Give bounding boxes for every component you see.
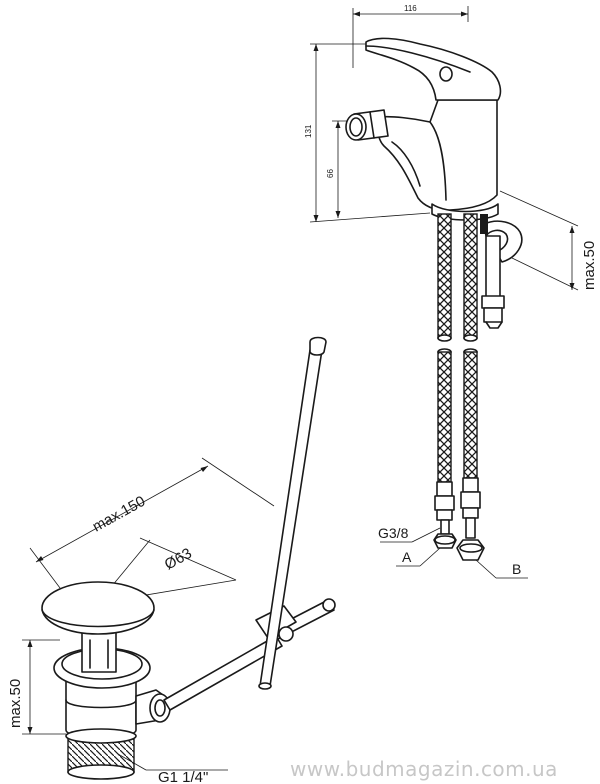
callout-b-label: B [512, 561, 521, 577]
hose-a-lower [437, 351, 452, 483]
dim-faucet-thickness-label: max.50 [581, 241, 598, 290]
fitting-b [456, 477, 485, 561]
watermark-text: www.budmagazin.com.ua [290, 757, 558, 781]
callout-a: A [396, 547, 441, 567]
dim-spout-height: 66 [326, 120, 350, 218]
dim-drain-thickness: max.50 [7, 639, 66, 735]
callout-thread: G3/8 [378, 525, 441, 543]
dim-drain-thickness-label: max.50 [7, 679, 24, 728]
mounting-clamp [481, 220, 523, 329]
dim-drain-diameter-label: Ø63 [162, 545, 195, 574]
drain-drawing: max.150 Ø63 max.50 [7, 336, 336, 784]
linkage-rod [163, 598, 336, 711]
callout-drain-thread-label: G1 1/4" [158, 769, 208, 784]
faucet-aerator [345, 109, 389, 141]
drain-body [41, 581, 171, 780]
callout-drain-thread: G1 1/4" [117, 753, 228, 784]
hose-b-lower [463, 351, 478, 479]
callout-b: B [475, 559, 528, 579]
dim-spout-height-label: 66 [326, 169, 335, 178]
dim-height-label: 131 [304, 124, 313, 138]
faucet-drawing: 116 131 66 [304, 4, 598, 579]
dim-faucet-thickness: max.50 [499, 190, 598, 291]
hose-a-upper [437, 213, 452, 339]
dim-width-label: 116 [404, 4, 417, 13]
dim-drain-length: max.150 [29, 457, 275, 597]
pull-rod [258, 336, 327, 690]
dim-height: 131 [304, 43, 431, 223]
faucet-lever [365, 37, 502, 101]
faucet-body [376, 99, 498, 211]
callout-thread-label: G3/8 [378, 525, 409, 541]
hose-b-upper [463, 213, 478, 339]
lever-hole [439, 66, 453, 82]
drain-cap [41, 581, 155, 635]
fitting-a [433, 481, 457, 549]
dim-width: 116 [352, 4, 469, 68]
dim-drain-length-label: max.150 [90, 493, 149, 536]
callout-a-label: A [402, 549, 412, 565]
